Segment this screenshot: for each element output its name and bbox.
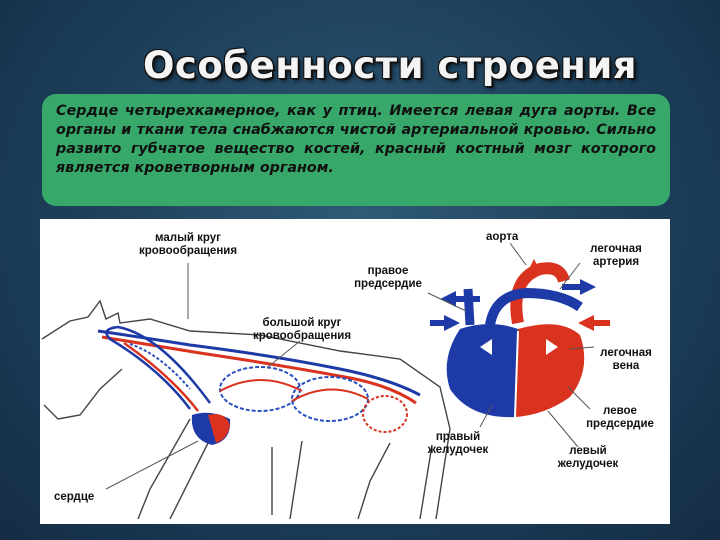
- pulmonary-loop: [105, 325, 212, 410]
- big-heart-left-side: [515, 324, 585, 417]
- slide-title: Особенности строения: [142, 44, 638, 87]
- label-heart: сердце: [54, 491, 95, 503]
- animal-outline: [41, 299, 451, 520]
- label-left-atrium: левое предсердие: [586, 405, 654, 430]
- arrow-internal-1: [480, 339, 492, 355]
- vena-cava-upper: [463, 288, 475, 326]
- organ-kidney: [362, 395, 408, 433]
- pulmonary-artery-vessel: [485, 287, 583, 327]
- dorsal-aorta: [101, 335, 417, 405]
- aorta-arch: [510, 262, 570, 325]
- leader-heart: [105, 440, 199, 490]
- organ-liver: [219, 366, 301, 412]
- label-big-circle: большой круг кровообращения: [252, 317, 352, 342]
- leader-big-circle: [267, 340, 301, 368]
- label-right-atrium: правое предсердие: [354, 265, 422, 290]
- big-heart-right-side: [446, 324, 518, 418]
- arrow-aorta: [526, 259, 542, 275]
- arrow-in-right: [578, 315, 594, 331]
- description-box: Сердце четырехкамерное, как у птиц. Имее…: [42, 94, 670, 206]
- arrow-out-right: [580, 279, 596, 295]
- arrow-out-left: [440, 291, 456, 307]
- animal-heart: [191, 412, 231, 445]
- label-small-circle: малый круг кровообращения: [138, 232, 238, 257]
- big-heart: [430, 259, 610, 418]
- description-text: Сердце четырехкамерное, как у птиц. Имее…: [56, 103, 656, 176]
- label-right-ventricle: правый желудочек: [427, 431, 489, 456]
- label-pulmonary-vein: легочная вена: [600, 347, 652, 372]
- label-aorta: аорта: [486, 231, 519, 243]
- arrow-in-left: [444, 315, 460, 331]
- label-left-ventricle: левый желудочек: [557, 445, 619, 470]
- organ-intestine: [291, 376, 369, 422]
- label-pulmonary-artery: легочная артерия: [590, 243, 642, 268]
- circulation-figure: малый круг кровообращения большой круг к…: [40, 219, 670, 524]
- arrow-internal-2: [546, 339, 558, 355]
- circulation-diagram: [41, 242, 610, 520]
